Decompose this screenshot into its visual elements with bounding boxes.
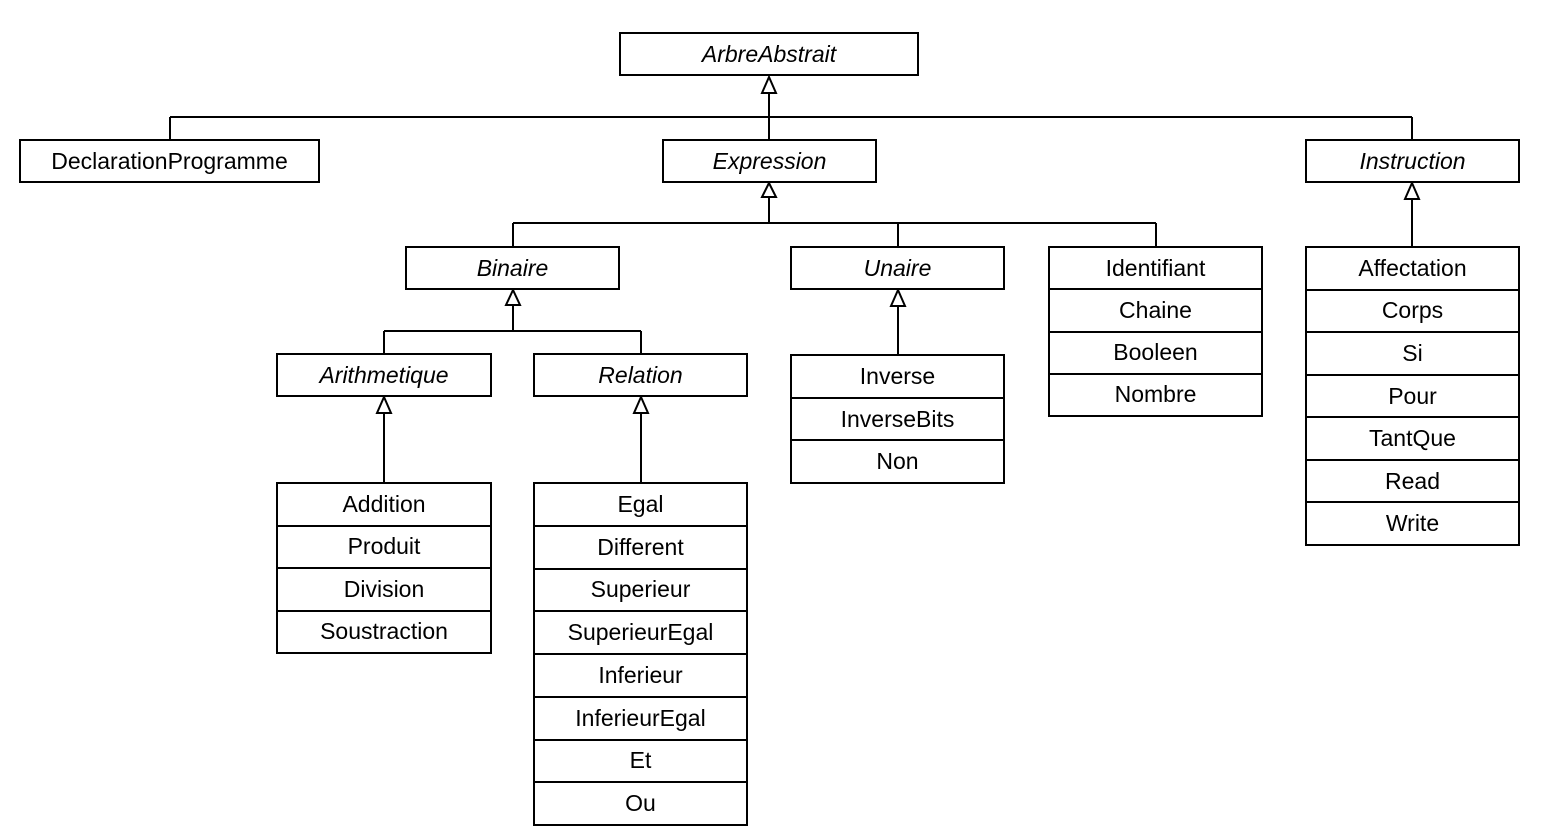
class-et: Et <box>535 738 746 782</box>
expression-leaf-subclasses: Identifiant Chaine Booleen Nombre <box>1048 246 1263 417</box>
class-unaire: Unaire <box>790 246 1005 290</box>
arithmetique-subclasses: Addition Produit Division Soustraction <box>276 482 492 654</box>
class-arithmetique: Arithmetique <box>276 353 492 397</box>
class-read: Read <box>1307 458 1518 502</box>
class-inverse-bits: InverseBits <box>792 396 1003 440</box>
class-different: Different <box>535 524 746 568</box>
class-addition: Addition <box>342 490 426 517</box>
instruction-subclasses: Affectation Corps Si Pour TantQue Read W… <box>1305 246 1520 546</box>
inheritance-arrowhead <box>1403 180 1421 200</box>
class-write: Write <box>1307 501 1518 544</box>
class-inverse: Inverse <box>859 362 936 389</box>
class-egal: Egal <box>617 490 664 517</box>
class-ou: Ou <box>535 781 746 824</box>
class-pour: Pour <box>1307 373 1518 417</box>
inheritance-arrowhead <box>889 287 907 307</box>
class-nombre: Nombre <box>1050 372 1261 415</box>
class-expression: Expression <box>662 139 877 183</box>
inheritance-arrowhead <box>504 287 522 306</box>
class-si: Si <box>1307 331 1518 374</box>
class-non: Non <box>792 439 1003 482</box>
class-instruction: Instruction <box>1305 139 1520 183</box>
inheritance-arrowhead <box>632 394 650 414</box>
class-booleen: Booleen <box>1050 330 1261 373</box>
class-affectation: Affectation <box>1358 254 1467 281</box>
unaire-subclasses: Inverse InverseBits Non <box>790 354 1005 484</box>
class-relation: Relation <box>533 353 748 397</box>
class-identifiant: Identifiant <box>1105 254 1206 281</box>
class-chaine: Chaine <box>1050 288 1261 330</box>
class-inferieur-egal: InferieurEgal <box>535 695 746 739</box>
class-soustraction: Soustraction <box>278 609 490 653</box>
class-produit: Produit <box>278 524 490 568</box>
class-division: Division <box>278 567 490 610</box>
inheritance-arrowhead <box>760 180 778 198</box>
class-superieur-egal: SuperieurEgal <box>535 610 746 653</box>
class-corps: Corps <box>1307 288 1518 332</box>
relation-subclasses: Egal Different Superieur SuperieurEgal I… <box>533 482 748 826</box>
inheritance-arrowhead <box>760 74 778 94</box>
class-declaration-programme: DeclarationProgramme <box>19 139 320 183</box>
inheritance-arrowhead <box>375 394 393 414</box>
class-inferieur: Inferieur <box>535 653 746 696</box>
class-tant-que: TantQue <box>1307 416 1518 459</box>
class-binaire: Binaire <box>405 246 620 290</box>
class-arbre-abstrait: ArbreAbstrait <box>619 32 919 76</box>
class-superieur: Superieur <box>535 567 746 611</box>
